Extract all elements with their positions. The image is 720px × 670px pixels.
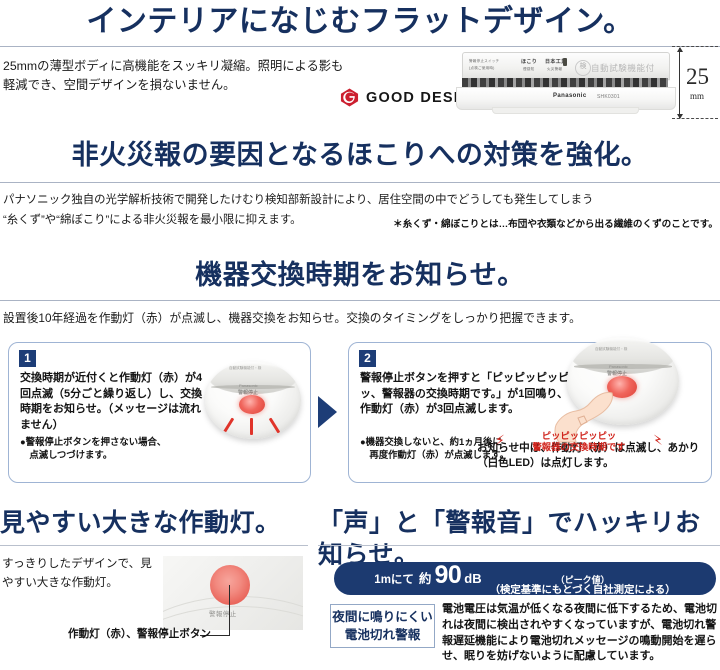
device-top-housing: 警報停止スイッチ (点検ご使用時) ほこり 日本工業 煙感知 火災警報 検 自動… xyxy=(462,52,670,80)
good-design-award: GOOD DESIGN xyxy=(340,88,483,107)
step-1-subnote: ●警報停止ボタンを押さない場合、 点滅しつづけます。 xyxy=(20,436,167,460)
dimension-top-guide xyxy=(672,46,718,47)
db-number: 90 xyxy=(434,560,462,589)
dimension-value: 25 xyxy=(686,64,709,89)
flow-arrow-icon xyxy=(318,396,337,428)
section5-title: 「声」と「警報音」でハッキリお知らせ。 xyxy=(318,510,701,569)
dimension-arrow-icon xyxy=(676,47,683,119)
beep-bolt-left-icon: ⚡ xyxy=(495,432,505,448)
alarm-red-lamp xyxy=(239,395,265,414)
section2-title: 非火災報の要因となるほこりへの対策を強化。 xyxy=(71,140,649,170)
step-panel-1: 1 交換時期が近付くと作動灯（赤）が4回点滅（5分ごと繰り返し）し、交換時期をお… xyxy=(8,342,311,483)
section1-divider xyxy=(0,46,720,47)
night-alarm-box: 夜間に鳴りにくい 電池切れ警報 xyxy=(330,604,435,648)
db-method-note: （検定基準にもとづく自社測定による） xyxy=(489,584,676,596)
device-label-mid-3: 煙感知 xyxy=(523,67,535,71)
beep-line-1: ピッピッピッピッ xyxy=(541,431,617,441)
alarm2-stop-text: 警報停止 xyxy=(607,371,628,377)
alarm-closeup-photo: 警報停止 xyxy=(163,556,303,630)
alarm-rim-line xyxy=(210,385,296,390)
section2-divider xyxy=(0,182,720,183)
good-design-icon xyxy=(340,88,359,107)
alarm-stop-button-label: 警報停止 xyxy=(209,611,237,618)
device-auto-test-label: 自動試験機能付 xyxy=(591,63,655,73)
step-1-number: 1 xyxy=(19,350,36,367)
alarm-ray-left xyxy=(222,417,235,434)
alarm-top-text: 自動試験機能付・検 xyxy=(229,366,262,370)
db-approx: 約 xyxy=(418,571,432,586)
dimension-unit: mm xyxy=(690,91,705,101)
device-brand: Panasonic xyxy=(553,93,587,99)
section4-title: 見やすい大きな作動灯。 xyxy=(0,510,281,537)
product-photo-side-view: 警報停止スイッチ (点検ご使用時) ほこり 日本工業 煙感知 火災警報 検 自動… xyxy=(450,48,678,116)
device-label-left-2: (点検ご使用時) xyxy=(469,66,495,70)
alarm-stop-text: 警報停止 xyxy=(238,390,259,396)
smoke-alarm-pressed-icon: 自動試験機能付・検 Panasonic 警報停止 xyxy=(567,337,679,425)
device-label-mid-1: ほこり xyxy=(521,59,538,65)
red-indicator-lamp-icon xyxy=(210,565,250,605)
alarm-surface-curve-2 xyxy=(163,606,303,630)
step-2-body: 警報停止ボタンを押すと「ピッピッピッピッ、警報器の交換時期です。」が1回鳴り、作… xyxy=(360,372,569,416)
section2-copy-line1: パナソニック独自の光学解析技術で開発したけむり検知部新設計により、居住空間の中で… xyxy=(3,194,594,206)
db-level-badge: 1mにて 約 90 dB （ピーク値） （検定基準にもとづく自社測定による） xyxy=(334,560,716,596)
alarm2-brand-text: Panasonic xyxy=(609,364,628,369)
dimension-bottom-guide xyxy=(672,118,718,119)
night-box-line-1: 夜間に鳴りにくい xyxy=(332,609,433,624)
alarm2-rim-line xyxy=(573,364,673,369)
section2-footnote: ＊糸くず・綿ぼこりとは…布団や衣類などから出る繊維のくずのことです。 xyxy=(393,219,718,230)
device-led-indicator xyxy=(563,58,567,66)
alarm2-red-lamp xyxy=(607,376,637,398)
alarm-brand-text: Panasonic xyxy=(239,383,258,388)
section5-divider xyxy=(318,545,720,546)
db-prefix: 1mにて xyxy=(374,573,414,586)
pointing-hand-icon xyxy=(554,387,616,445)
section3-title: 機器交換時期をお知らせ。 xyxy=(195,260,525,290)
alarm-ray-center xyxy=(250,418,253,435)
inspection-seal-icon: 検 xyxy=(575,60,591,76)
section3-copy: 設置後10年経過を作動灯（赤）が点滅し、機器交換をお知らせ。交換のタイミングをし… xyxy=(3,311,581,325)
section1-title: インテリアになじむフラットデザイン。 xyxy=(86,5,634,38)
smoke-alarm-blinking-icon: 自動試験機能付・検 Panasonic 警報停止 xyxy=(205,361,301,439)
caption-leader-vertical xyxy=(229,585,230,635)
device-vent-band xyxy=(462,78,668,87)
device-label-mid-4: 火災警報 xyxy=(547,67,563,71)
device-label-mid-2: 日本工業 xyxy=(545,59,567,65)
alarm2-top-text: 自動試験機能付・検 xyxy=(595,347,628,351)
section2-copy-line2: “糸くず”や“綿ぼこり”による非火災報を最小限に抑えます。 xyxy=(3,214,302,226)
device-base-ring xyxy=(492,107,639,114)
section1-copy: 25mmの薄型ボディに高機能をスッキリ凝縮。照明による影も軽減でき、空間デザイン… xyxy=(3,59,344,92)
good-design-label: GOOD DESIGN xyxy=(366,89,484,106)
step-1-body: 交換時期が近付くと作動灯（赤）が4回点滅（5分ごと繰り返し）し、交換時期をお知ら… xyxy=(20,372,203,431)
section4-caption: 作動灯（赤）、警報停止ボタン xyxy=(68,628,212,640)
beep-callout: ⚡ ⚡ ピッピッピッピッ 警報器の交換時期です xyxy=(495,431,663,453)
device-model: SHK0301 xyxy=(597,94,620,100)
alarm-ray-right xyxy=(268,417,281,434)
caption-leader-horizontal xyxy=(200,635,230,636)
db-unit: dB xyxy=(464,570,482,586)
step-panel-2: 2 警報停止ボタンを押すと「ピッピッピッピッ、警報器の交換時期です。」が1回鳴り… xyxy=(348,337,712,483)
beep-line-2: 警報器の交換時期です xyxy=(532,442,626,453)
dimension-annotation: 25 mm xyxy=(672,46,718,120)
db-peak-note: （ピーク値） xyxy=(555,574,610,585)
device-label-left-1: 警報停止スイッチ xyxy=(469,59,500,63)
step-2-subnote: ●機器交換しないと、約1ヵ月後に 再度作動灯（赤）が点滅します。 xyxy=(360,436,510,460)
night-alarm-copy: 電池電圧は気温が低くなる夜間に低下するため、電池切れは夜間に検出されやすくなって… xyxy=(442,603,717,663)
beep-bolt-right-icon: ⚡ xyxy=(653,432,663,448)
section4-divider xyxy=(0,545,308,546)
section4-copy: すっきりしたデザインで、見やすい大きな作動灯。 xyxy=(2,557,152,589)
step-2-number: 2 xyxy=(359,350,376,367)
night-box-line-2: 電池切れ警報 xyxy=(344,628,421,642)
section3-divider xyxy=(0,300,720,301)
step-2-caption: お知らせ中は、作動灯（赤）は点滅し、あかり（白色LED）は点灯します。 xyxy=(477,442,700,470)
